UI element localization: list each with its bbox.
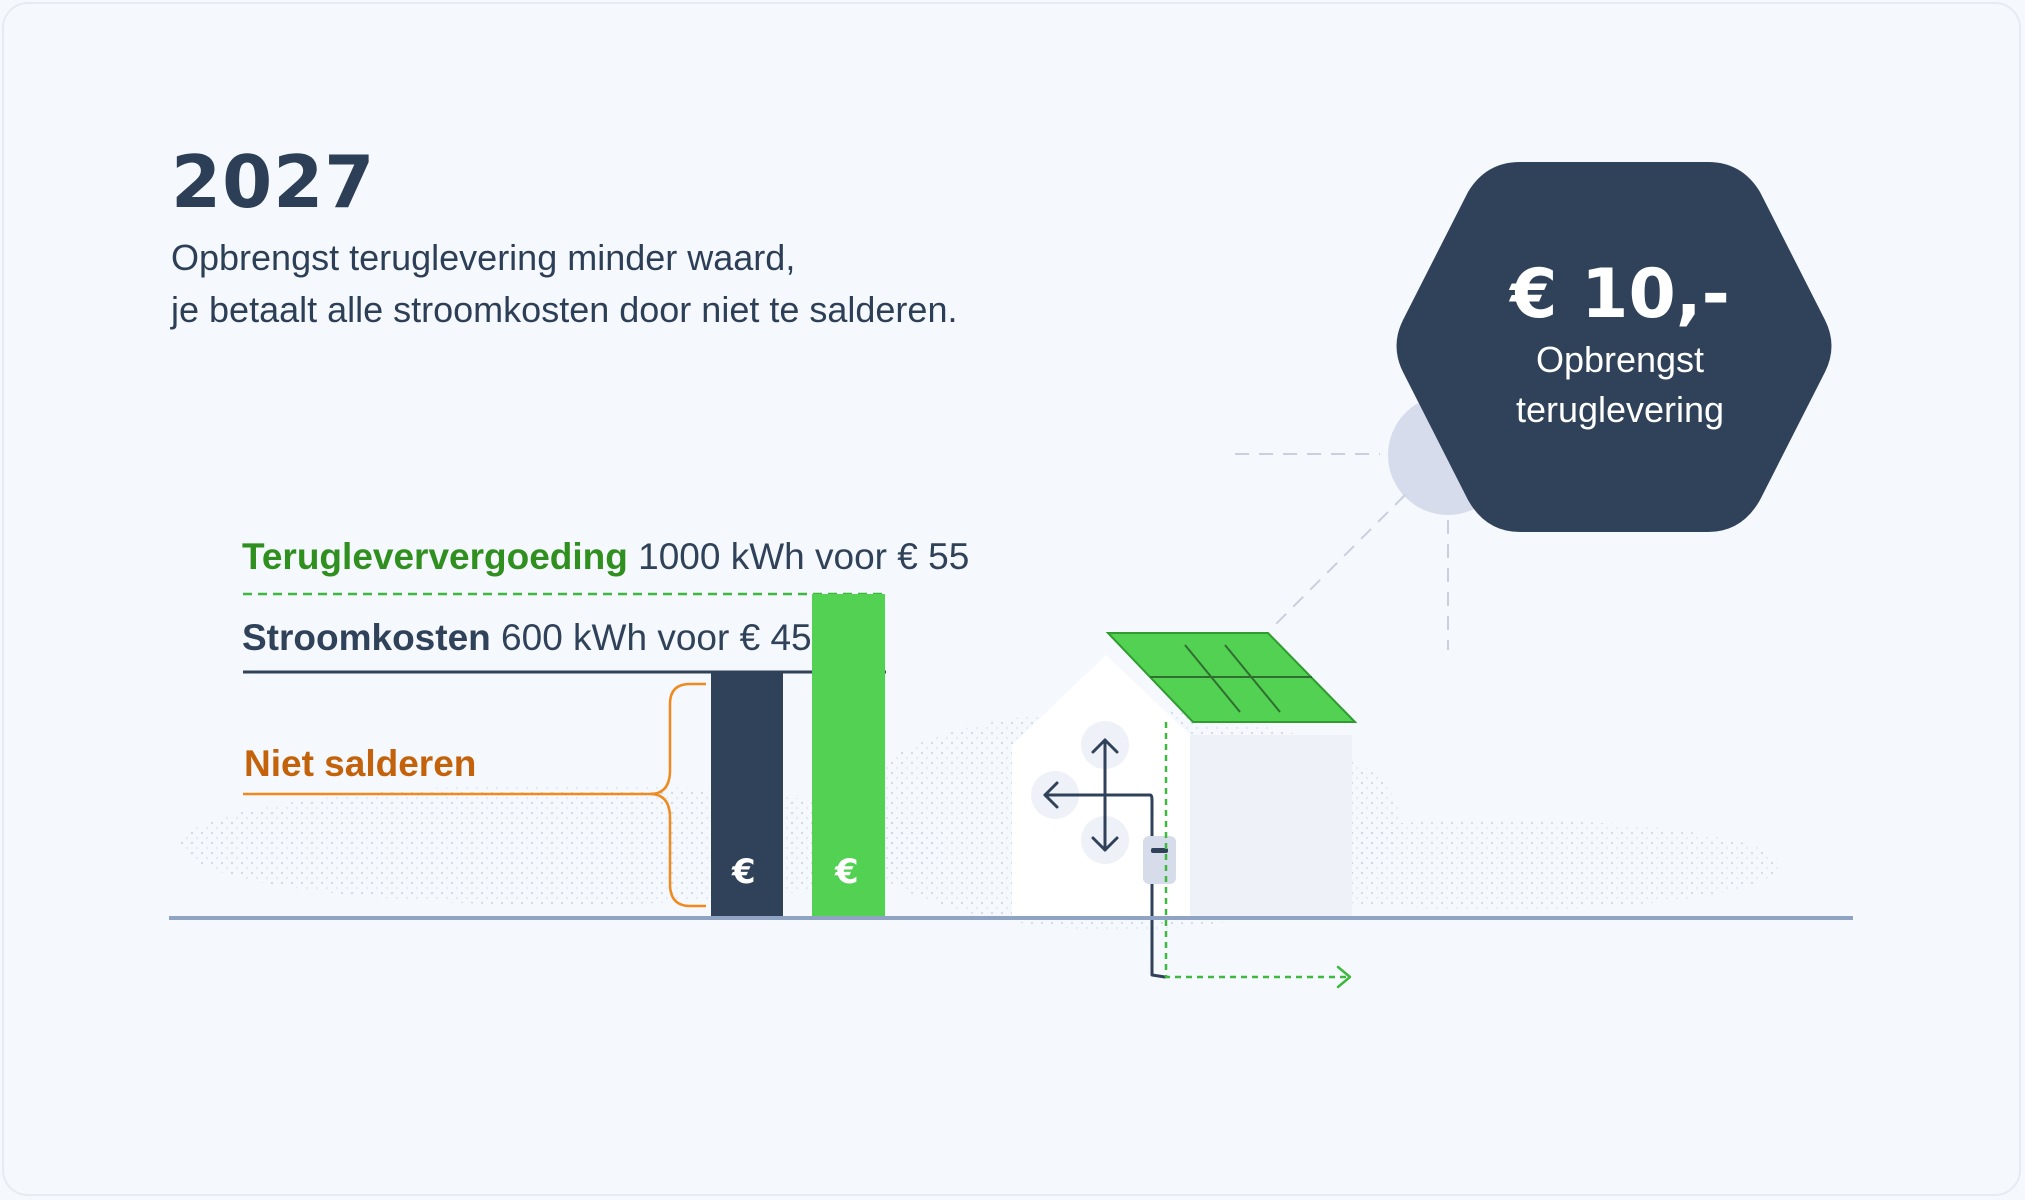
niet-salderen-label: Niet salderen xyxy=(244,743,477,784)
page-title-year: 2027 xyxy=(171,140,376,224)
sun-ray-diagonal xyxy=(1274,494,1406,626)
bar-terugleververgoeding xyxy=(812,594,885,917)
cost-label-detail: 600 kWh voor € 45 xyxy=(490,617,812,658)
feedin-label-detail: 1000 kWh voor € 55 xyxy=(627,536,970,577)
energy-flow-arrows xyxy=(1031,721,1167,979)
house-side-wall xyxy=(1190,735,1352,917)
cost-label: Stroomkosten 600 kWh voor € 45 xyxy=(242,617,812,659)
badge-label-line-2: teruglevering xyxy=(1515,389,1725,430)
subtitle-line-2: je betaalt alle stroomkosten door niet t… xyxy=(171,289,958,330)
feedin-label: Terugleververgoeding 1000 kWh voor € 55 xyxy=(242,536,969,578)
page-subtitle: Opbrengst teruglevering minder waard, je… xyxy=(171,232,957,336)
bar-euro-symbol-cost: € xyxy=(732,852,756,892)
badge-amount: € 10,- xyxy=(1510,255,1730,334)
electricity-meter xyxy=(1143,836,1176,884)
bar-euro-symbol-feedin: € xyxy=(835,852,859,892)
niet-salderen-brace xyxy=(243,682,706,908)
bar-stroomkosten xyxy=(711,672,783,917)
hexagon-badge xyxy=(1396,162,1832,532)
subtitle-line-1: Opbrengst teruglevering minder waard, xyxy=(171,237,796,278)
cost-label-bold: Stroomkosten xyxy=(242,617,491,658)
badge-text: € 10,- Opbrengst teruglevering xyxy=(1420,255,1820,435)
feedin-arrowhead xyxy=(1336,965,1352,989)
feedin-label-bold: Terugleververgoeding xyxy=(242,536,628,577)
badge-label-line-1: Opbrengst xyxy=(1535,339,1705,380)
feedin-path xyxy=(1164,722,1348,979)
ground-texture-right xyxy=(1220,820,1780,910)
solar-panel xyxy=(1105,632,1358,723)
